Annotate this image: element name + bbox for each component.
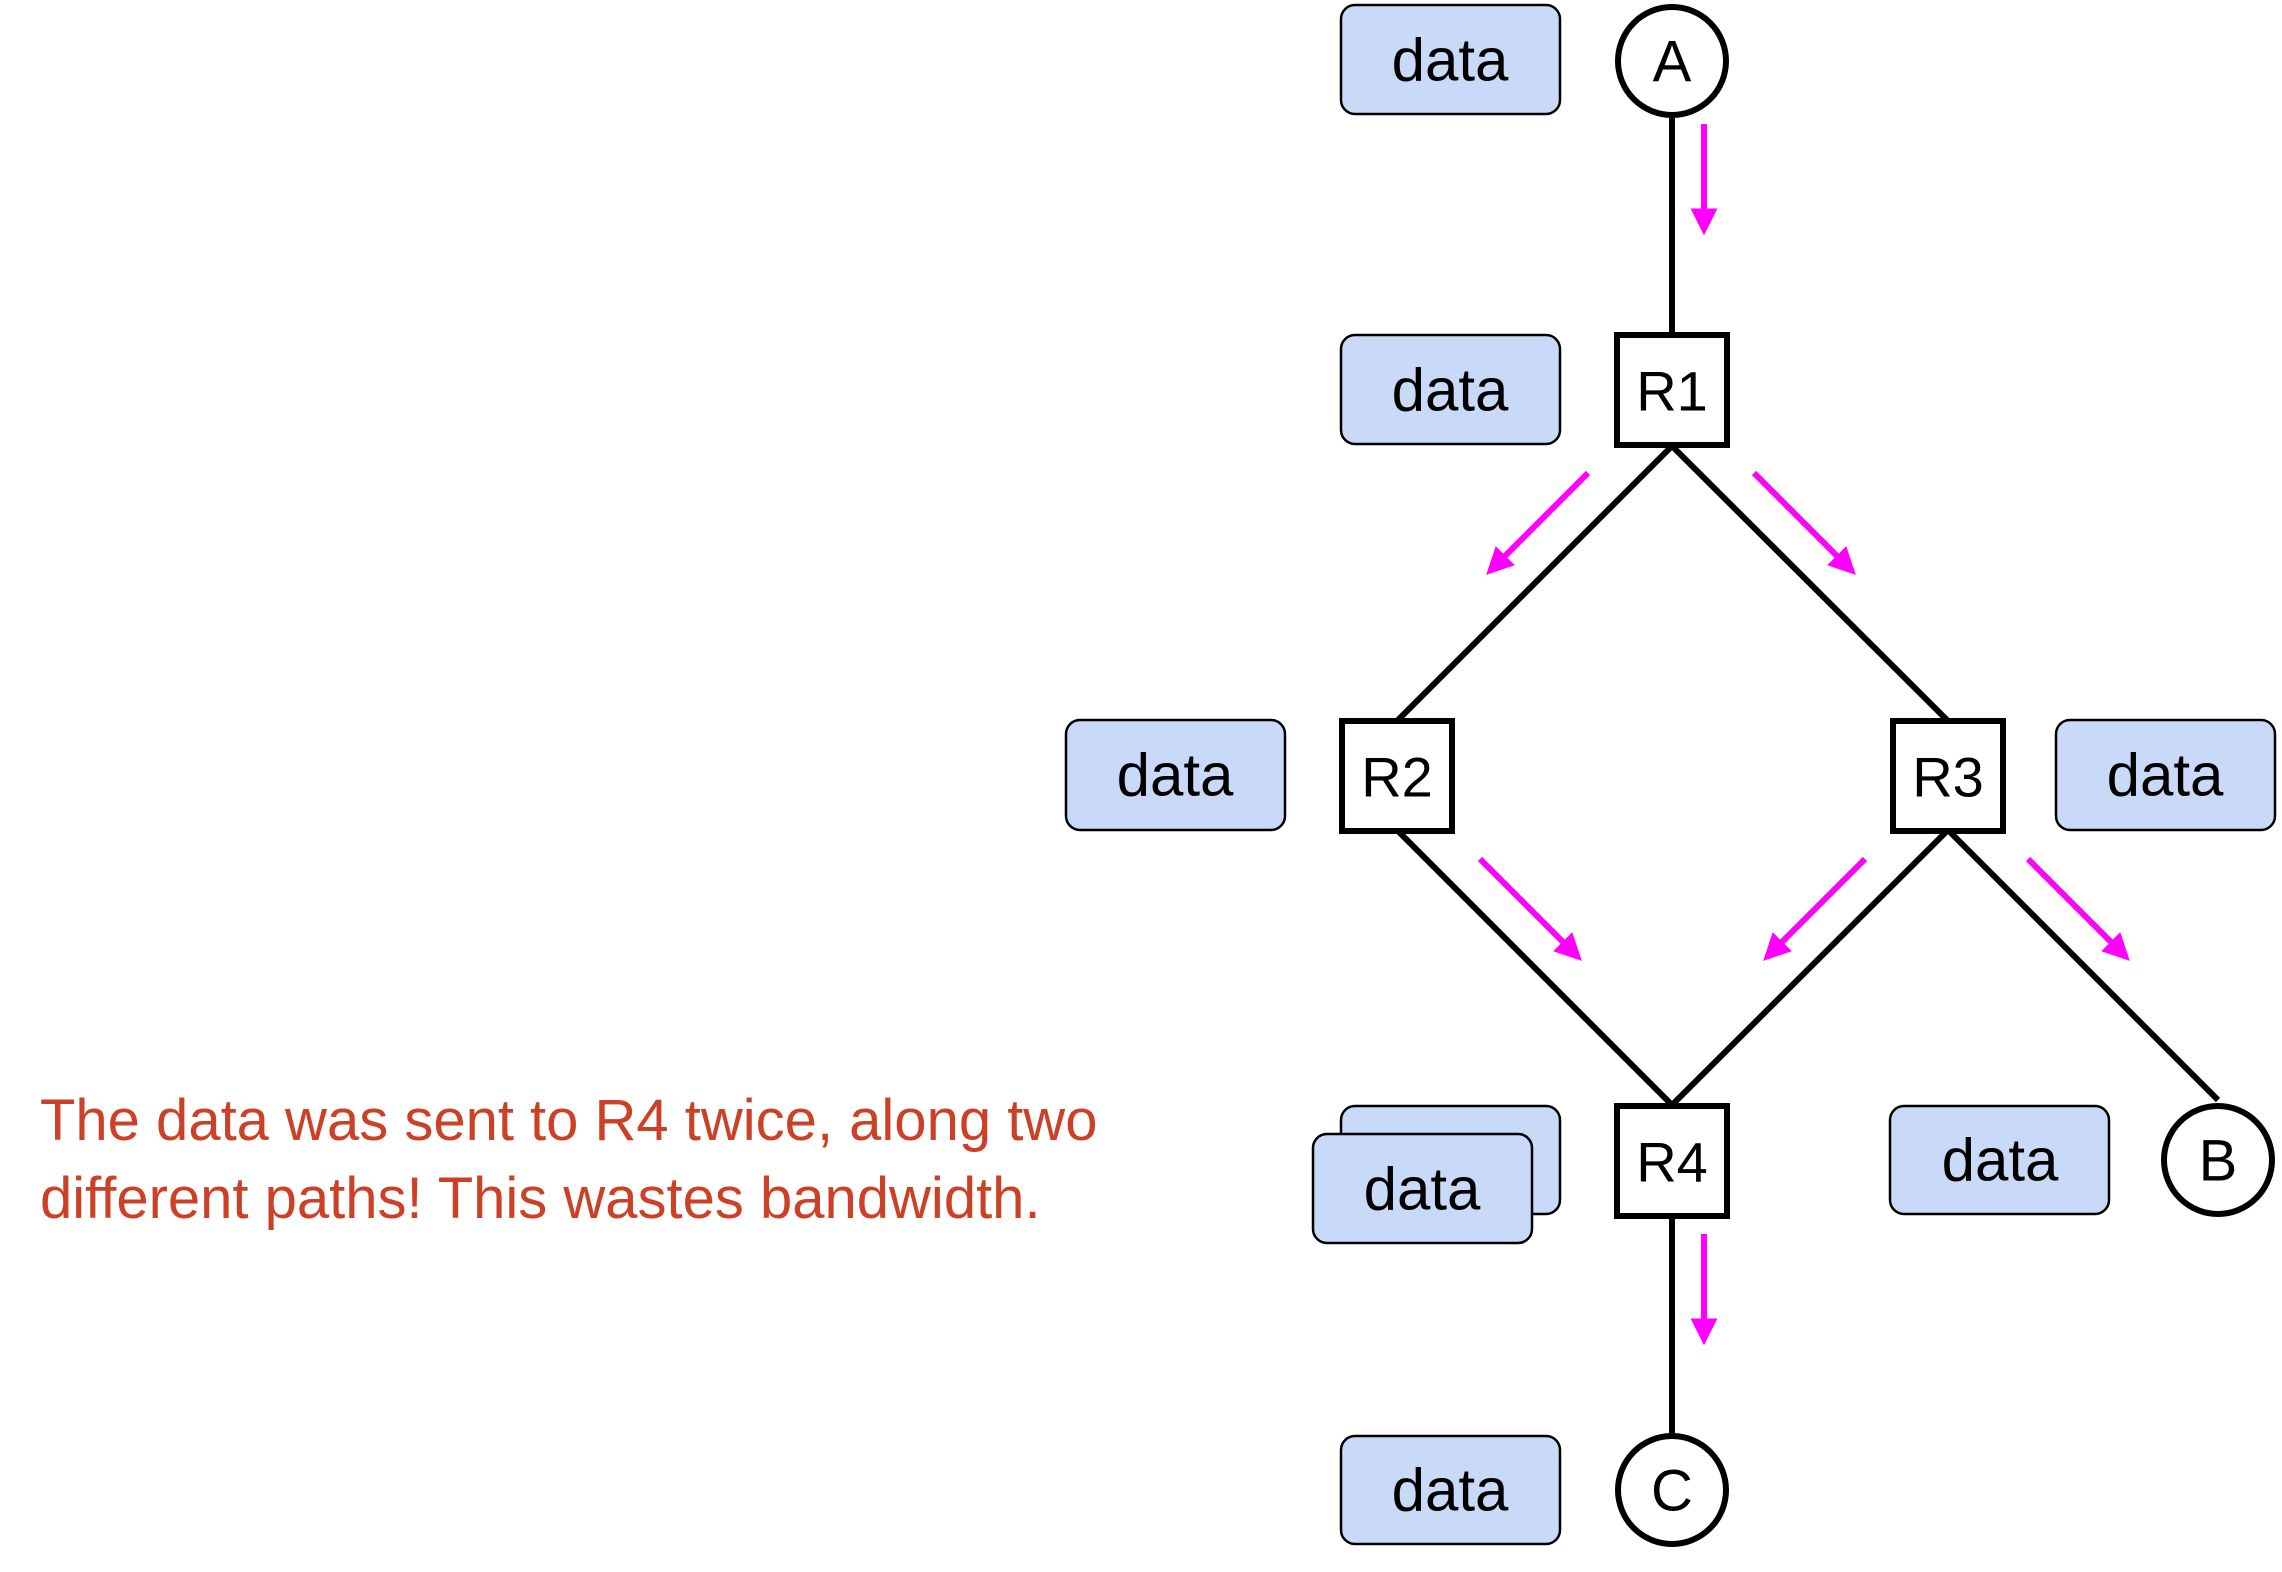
packet-at-a: data	[1339, 3, 1562, 116]
packet-label: data	[1392, 1457, 1509, 1524]
caption-line-1: The data was sent to R4 twice, along two	[40, 1088, 1098, 1153]
packet-stack-at-r4: data	[1311, 1104, 1562, 1245]
link-r1-r2	[1394, 443, 1675, 724]
packet-at-b: data	[1888, 1104, 2111, 1216]
packet-at-c: data	[1339, 1434, 1562, 1546]
router-r1: R1	[1614, 332, 1730, 448]
host-label: C	[1651, 1459, 1693, 1524]
router-r4: R4	[1614, 1103, 1730, 1219]
arrow-icon	[1486, 470, 1591, 575]
router-label: R1	[1636, 360, 1708, 423]
links	[1394, 118, 2221, 1433]
router-label: R4	[1636, 1131, 1708, 1194]
link-r1-r3	[1669, 443, 1951, 724]
router-r2: R2	[1339, 718, 1455, 834]
arrow-icon	[2025, 856, 2130, 961]
router-r3: R3	[1890, 718, 2006, 834]
packet-label: data	[1392, 27, 1509, 94]
packet-label: data	[1364, 1156, 1481, 1223]
link-r3-r4	[1669, 827, 1951, 1108]
arrow-icon	[1477, 856, 1582, 961]
caption-line-2: different paths! This wastes bandwidth.	[40, 1166, 1041, 1231]
host-label: B	[2199, 1129, 2238, 1194]
packet-label: data	[1392, 357, 1509, 424]
link-r2-r4	[1394, 827, 1675, 1108]
arrow-icon	[1751, 470, 1856, 575]
hosts: A B C	[1615, 4, 2275, 1547]
packet-label: data	[1942, 1127, 2059, 1194]
packet-at-r3: data	[2054, 718, 2277, 832]
packet-label: data	[2107, 742, 2224, 809]
arrow-icon	[1763, 856, 1868, 961]
packets: data data data data data data data	[1064, 3, 2277, 1546]
router-label: R2	[1361, 746, 1433, 809]
host-b: B	[2161, 1103, 2275, 1217]
packet-label: data	[1117, 742, 1234, 809]
host-label: A	[1653, 30, 1692, 95]
flow-arrows	[1477, 124, 2130, 1346]
router-label: R3	[1912, 746, 1984, 809]
host-c: C	[1615, 1433, 1729, 1547]
packet-at-r1: data	[1339, 333, 1562, 446]
routers: R1 R2 R3 R4	[1339, 332, 2006, 1219]
link-r3-b	[1945, 827, 2221, 1103]
caption: The data was sent to R4 twice, along two…	[40, 1082, 1300, 1238]
host-a: A	[1615, 4, 1729, 118]
packet-at-r2: data	[1064, 718, 1287, 832]
